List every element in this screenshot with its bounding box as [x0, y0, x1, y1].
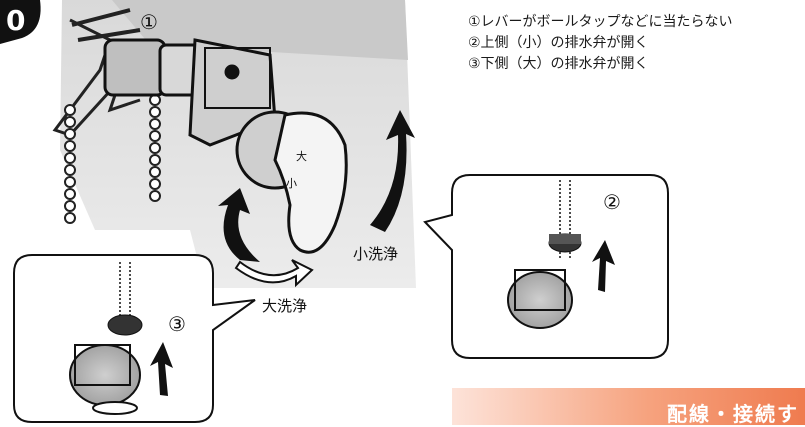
- label-large-flush: 大洗浄: [262, 297, 308, 315]
- inset-large-flush: [13, 254, 256, 423]
- arrow-large-flush: [218, 188, 260, 262]
- marker-2: ②: [603, 190, 621, 214]
- lever-rod: [71, 8, 141, 42]
- step-badge: [0, 0, 41, 44]
- callout-item-2: ②上側（小）の排水弁が開く: [468, 35, 649, 51]
- label-small-flush: 小洗浄: [353, 245, 399, 263]
- section-banner: 配線・接続す: [452, 388, 805, 426]
- flush-lever-handle: [235, 110, 348, 254]
- callout-item-3: ③下側（大）の排水弁が開く: [468, 56, 649, 72]
- callout-item-1: ①レバーがボールタップなどに当たらない: [468, 14, 733, 30]
- arrow-small-flush: [370, 110, 415, 232]
- lever-mark-large: 大: [296, 149, 307, 163]
- lever-mechanism: [103, 38, 277, 147]
- inset-small-flush: [423, 174, 669, 359]
- arrow-large-flush-curl: [234, 259, 314, 288]
- marker-3: ③: [168, 312, 186, 336]
- marker-1: ①: [140, 10, 158, 34]
- step-badge-text: 0: [6, 4, 25, 37]
- lever-mark-small: 小: [286, 177, 297, 190]
- section-banner-title: 配線・接続す: [667, 402, 799, 426]
- chain-right: [149, 94, 161, 202]
- chain-left: [64, 104, 76, 224]
- callout-list: ①レバーがボールタップなどに当たらない ②上側（小）の排水弁が開く ③下側（大）…: [468, 12, 733, 75]
